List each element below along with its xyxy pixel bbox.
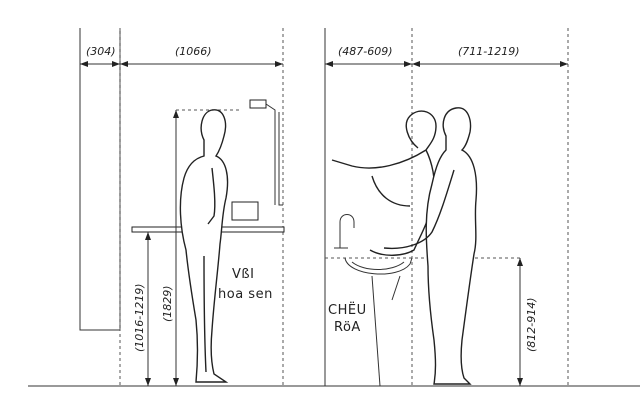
dim-label-711-1219: (711-1219) — [458, 45, 520, 58]
sink-label-line2: RöA — [334, 320, 361, 335]
person-leaning-arm — [371, 175, 411, 207]
arrow-head — [173, 378, 179, 386]
pedestal-left — [371, 275, 381, 387]
dim-label-812-914: (812-914) — [525, 297, 538, 352]
shower-head — [249, 99, 267, 109]
shower-section: (304) (1066) (1016-1219) (1829) VßI hoa … — [79, 28, 285, 386]
arrow-head — [120, 61, 128, 67]
basin-inner — [351, 261, 405, 270]
dim-label-1066: (1066) — [175, 45, 212, 58]
arrow-head — [325, 61, 333, 67]
person-sink-figure — [425, 107, 478, 385]
arrow-head — [275, 61, 283, 67]
arrow-head — [173, 110, 179, 118]
basin — [344, 257, 413, 275]
arrow-head — [404, 61, 412, 67]
person-shower-figure — [179, 109, 229, 383]
shower-wall-left — [79, 28, 121, 331]
pedestal-right — [391, 275, 401, 301]
shower-label-line1: VßI — [232, 267, 254, 282]
faucet — [339, 214, 355, 248]
arrow-head — [412, 61, 420, 67]
shower-label-line2: hoa sen — [218, 287, 273, 302]
arrow-head — [80, 61, 88, 67]
arrow-head — [517, 378, 523, 386]
sink-label-line1: CHËU — [328, 302, 367, 318]
person-leg-line — [203, 255, 207, 373]
sink-section: (487-609) (711-1219) (812-914) CHËU RöA — [324, 28, 569, 387]
person-arm — [207, 167, 216, 225]
dim-label-304: (304) — [86, 45, 116, 58]
arrow-head — [145, 232, 151, 240]
person-sink-arm — [383, 169, 455, 250]
dim-label-487-609: (487-609) — [338, 45, 393, 58]
arrow-head — [560, 61, 568, 67]
shower-pipe — [265, 103, 276, 205]
arrow-head — [517, 258, 523, 266]
dim-label-1016-1219: (1016-1219) — [133, 283, 146, 352]
shower-pipe-2 — [278, 112, 283, 206]
arrow-head — [112, 61, 120, 67]
arrow-head — [145, 378, 151, 386]
soap-dish — [231, 201, 259, 221]
person-leaning-figure — [331, 110, 437, 256]
dim-label-1829: (1829) — [161, 285, 174, 322]
